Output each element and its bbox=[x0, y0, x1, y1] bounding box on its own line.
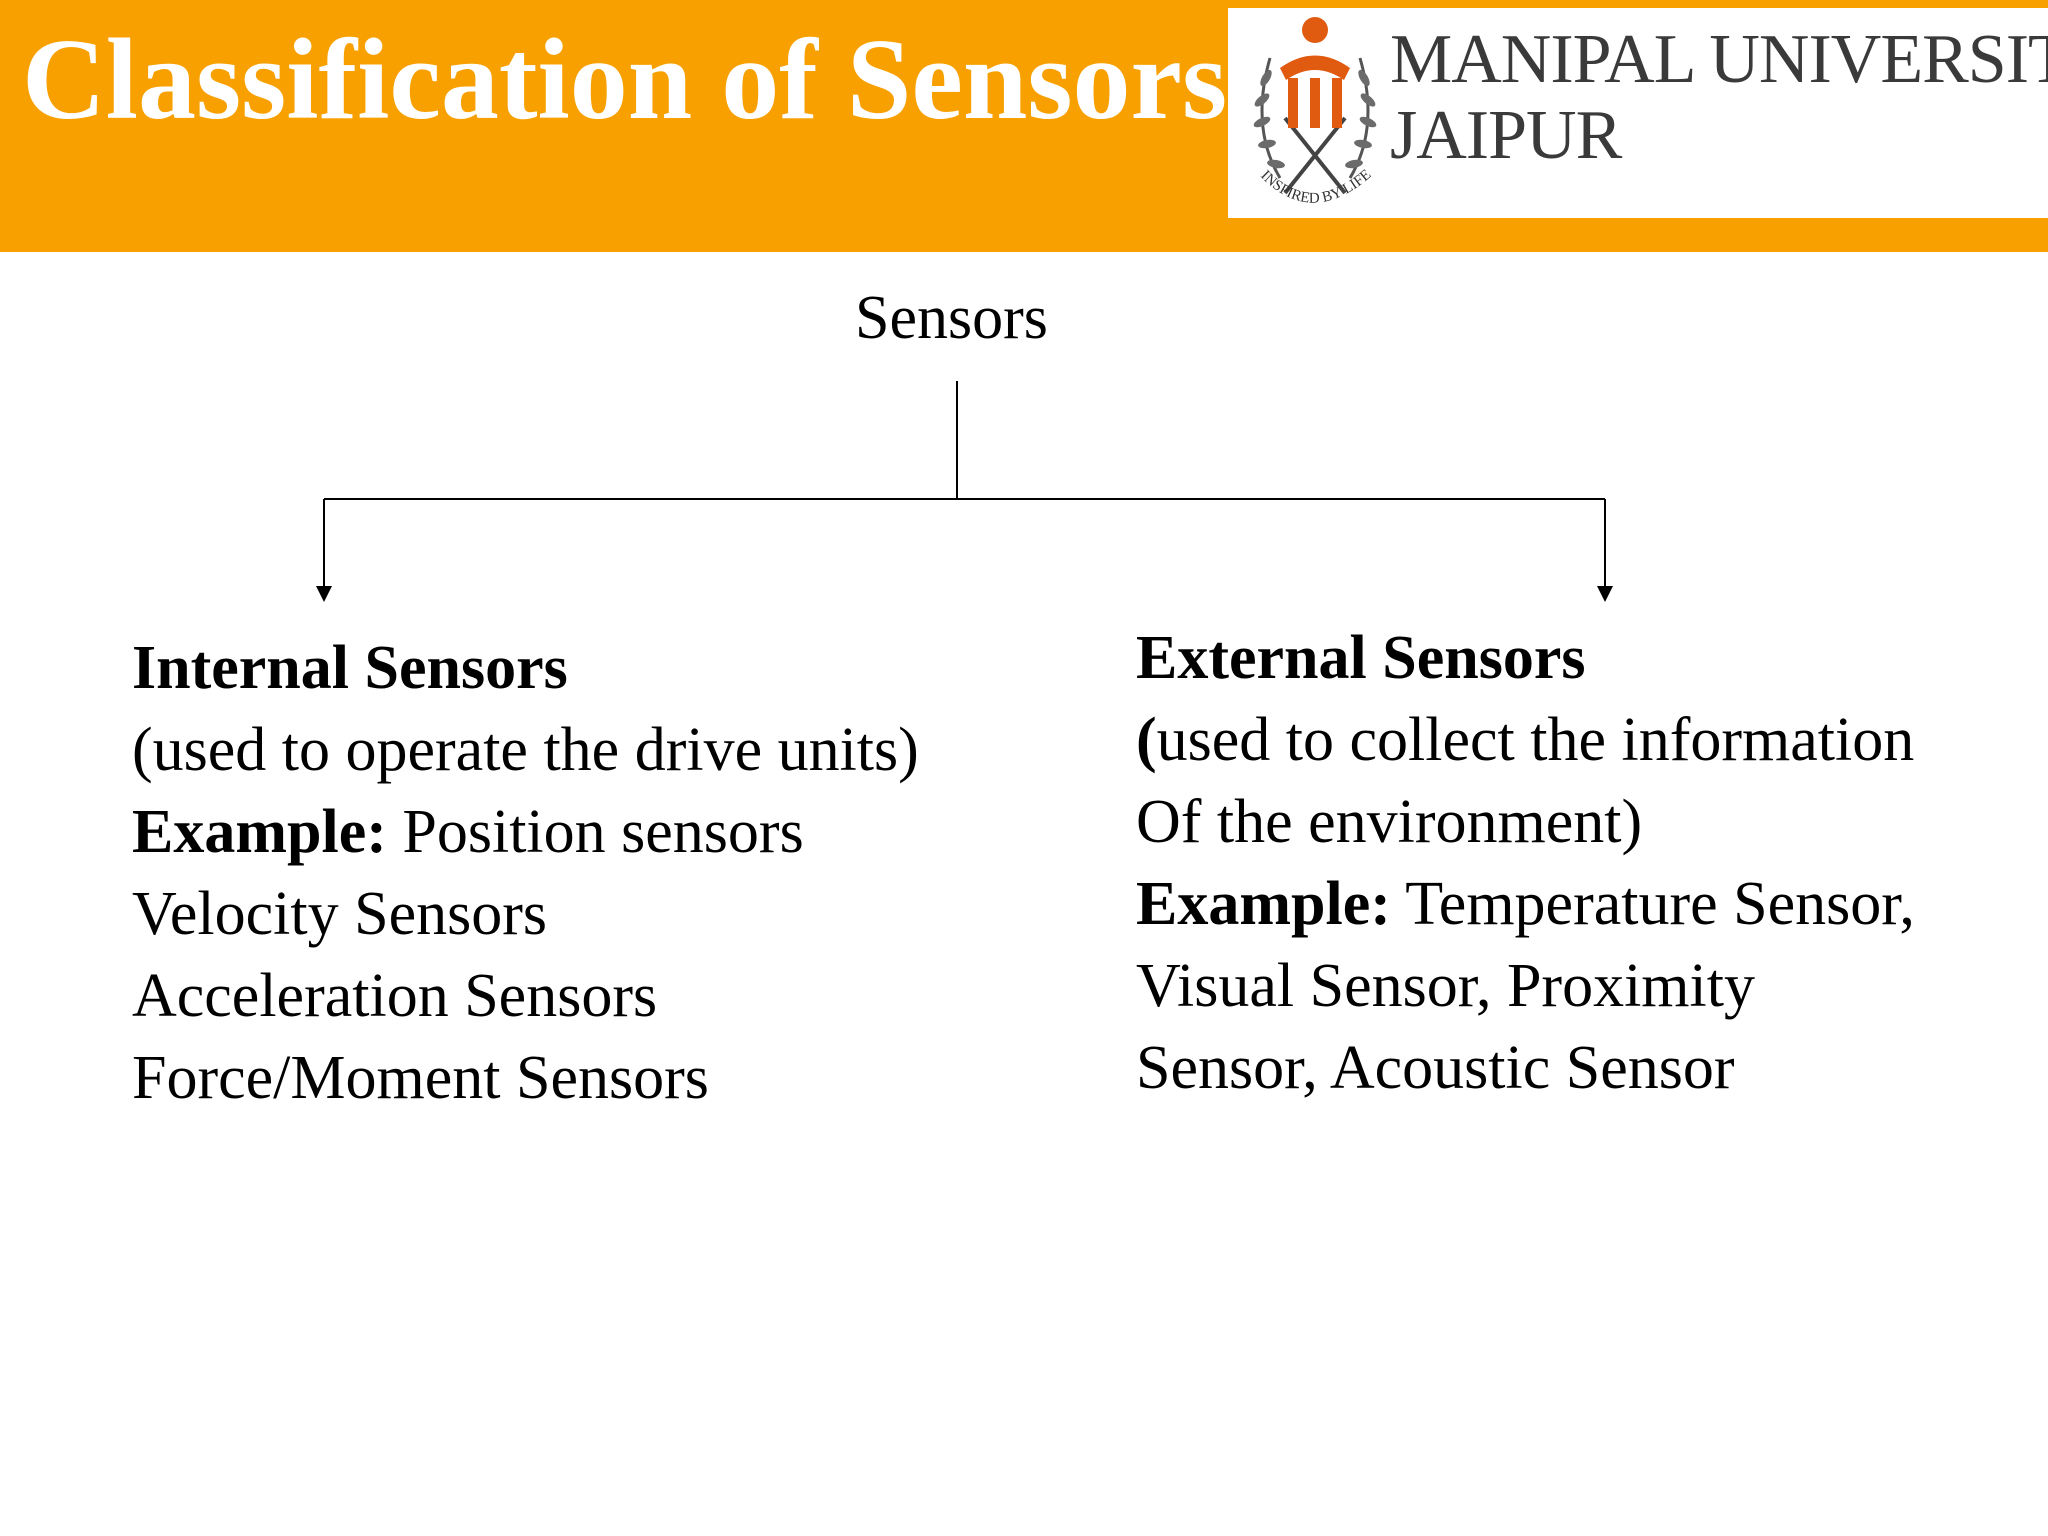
left-arrowhead-icon bbox=[316, 586, 332, 602]
external-example-label: Example: bbox=[1136, 870, 1391, 938]
internal-sensors-node: Internal Sensors (used to operate the dr… bbox=[132, 627, 919, 1119]
external-sensors-desc-1: used to collect the information bbox=[1156, 706, 1915, 774]
external-sensors-node: External Sensors (used to collect the in… bbox=[1136, 617, 1915, 1109]
university-logo: INSPIRED BY LIFE MANIPAL UNIVERSITY JAIP… bbox=[1228, 8, 2048, 218]
internal-example-3: Acceleration Sensors bbox=[132, 962, 658, 1030]
internal-example-1: Position sensors bbox=[402, 798, 804, 866]
external-sensors-desc-2: Of the environment) bbox=[1136, 788, 1643, 856]
header-bar: Classification of Sensors bbox=[0, 0, 2048, 252]
university-name: MANIPAL UNIVERSITY JAIPUR bbox=[1390, 22, 2048, 174]
page-title: Classification of Sensors bbox=[22, 16, 1228, 144]
root-node-label: Sensors bbox=[855, 284, 1048, 352]
university-name-line2: JAIPUR bbox=[1390, 97, 1622, 174]
external-example-1: Temperature Sensor, bbox=[1405, 870, 1915, 938]
university-name-line1: MANIPAL UNIVERSITY bbox=[1390, 21, 2048, 98]
internal-example-2: Velocity Sensors bbox=[132, 880, 548, 948]
internal-sensors-heading: Internal Sensors bbox=[132, 634, 568, 702]
external-example-3: Sensor, Acoustic Sensor bbox=[1136, 1034, 1735, 1102]
external-open-paren: ( bbox=[1136, 706, 1157, 774]
internal-example-label: Example: bbox=[132, 798, 387, 866]
university-seal-icon: INSPIRED BY LIFE bbox=[1253, 17, 1377, 207]
external-example-2: Visual Sensor, Proximity bbox=[1136, 952, 1755, 1020]
right-arrowhead-icon bbox=[1597, 586, 1613, 602]
external-sensors-heading: External Sensors bbox=[1136, 624, 1586, 692]
internal-sensors-desc: (used to operate the drive units) bbox=[132, 716, 919, 784]
internal-example-4: Force/Moment Sensors bbox=[132, 1044, 709, 1112]
